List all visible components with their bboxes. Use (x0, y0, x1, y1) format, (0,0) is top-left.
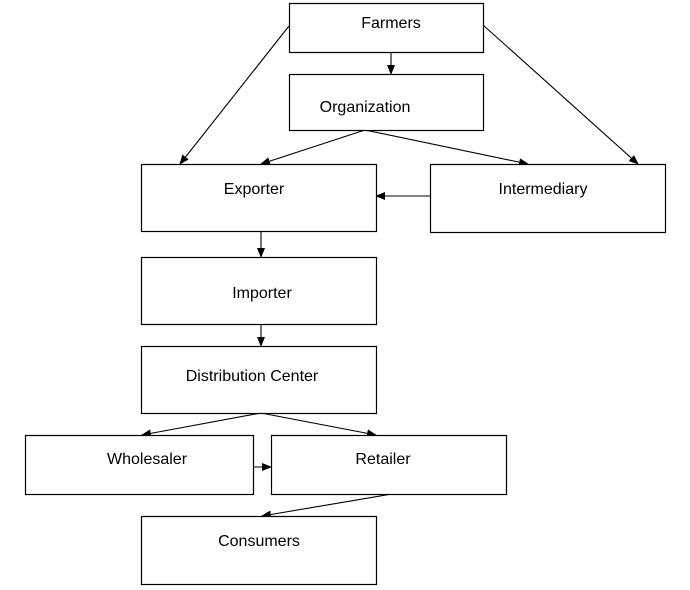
arrow-distribution-center-to-wholesaler (141, 412, 262, 438)
node-box-importer (140, 256, 378, 326)
node-distribution-center: Distribution Center (140, 345, 378, 415)
node-box-intermediary (429, 163, 667, 234)
node-importer: Importer (140, 256, 378, 326)
arrow-organization-to-exporter (260, 129, 366, 166)
node-label-organization: Organization (320, 99, 411, 116)
node-label-consumers: Consumers (218, 533, 300, 550)
node-label-retailer: Retailer (355, 451, 411, 468)
node-label-intermediary: Intermediary (499, 181, 588, 198)
arrow-retailer-to-consumers (261, 493, 393, 519)
arrow-distribution-center-to-retailer (260, 412, 377, 438)
node-box-distribution-center (140, 345, 378, 415)
node-label-farmers: Farmers (361, 15, 421, 32)
node-farmers: Farmers (288, 2, 485, 54)
node-consumers: Consumers (140, 515, 378, 586)
node-wholesaler: Wholesaler (24, 434, 255, 496)
node-box-wholesaler (24, 434, 255, 496)
node-retailer: Retailer (270, 434, 508, 496)
arrow-farmers-to-intermediary (482, 24, 639, 165)
edges-layer (141, 24, 639, 519)
arrow-farmers-to-exporter (179, 25, 290, 165)
arrow-organization-to-intermediary (364, 129, 529, 167)
node-box-farmers (288, 2, 485, 54)
node-intermediary: Intermediary (429, 163, 667, 234)
node-box-retailer (270, 434, 508, 496)
node-box-consumers (140, 515, 378, 586)
node-label-wholesaler: Wholesaler (107, 451, 188, 468)
node-organization: Organization (288, 73, 485, 132)
node-label-importer: Importer (232, 285, 292, 302)
node-box-organization (288, 73, 485, 132)
node-exporter: Exporter (140, 163, 378, 233)
node-label-exporter: Exporter (224, 181, 285, 198)
node-box-exporter (140, 163, 378, 233)
node-label-distribution-center: Distribution Center (186, 368, 319, 385)
